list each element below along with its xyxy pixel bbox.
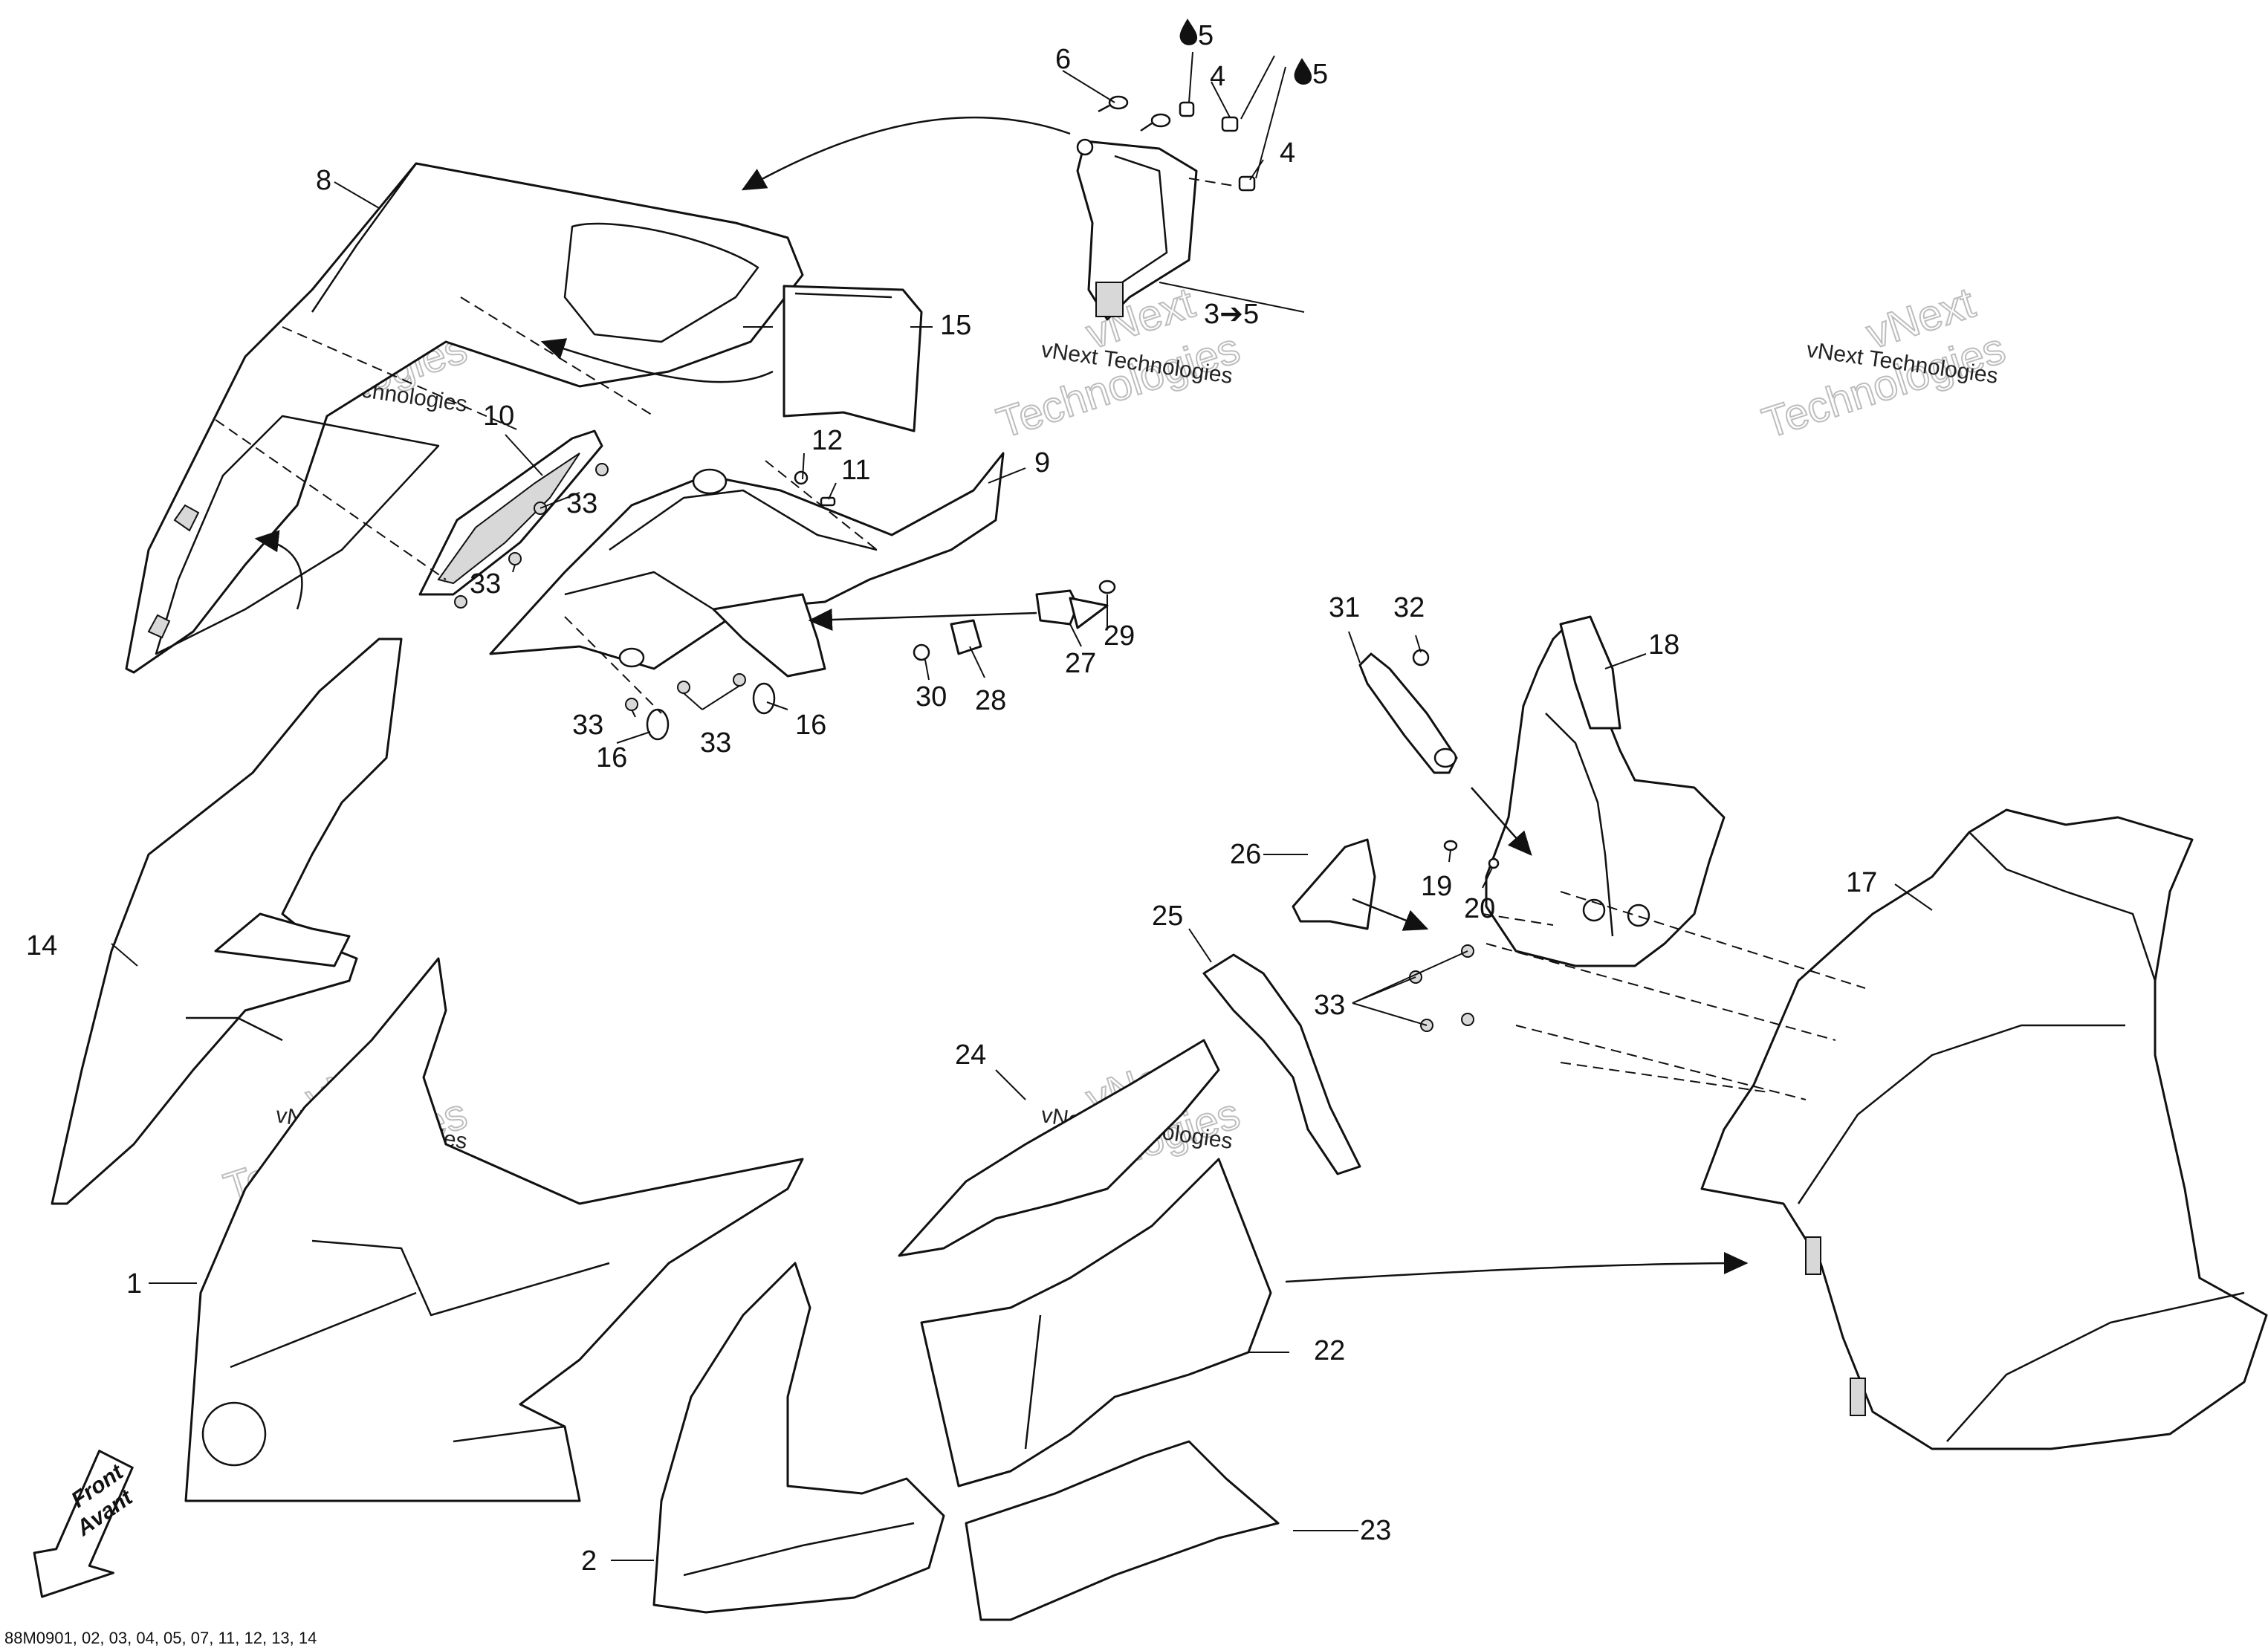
callout-11: 11 [841,455,870,486]
callout-18: 18 [1648,629,1679,661]
callout-8: 8 [316,165,331,196]
callout-2: 2 [581,1545,597,1577]
part-3-module [1076,140,1198,321]
hardware-33-washers [454,463,746,711]
oil-drop-icon-a [1179,19,1198,45]
callout-22: 22 [1314,1335,1345,1366]
part-9-lower-console [489,452,1005,678]
hardware-30-nut [913,643,930,661]
callout-31: 31 [1329,592,1360,623]
callout-5b: 5 [1312,59,1328,90]
callout-25: 25 [1152,901,1183,932]
callout-20: 20 [1464,893,1495,924]
callout-30: 30 [916,681,947,713]
part-1-front-nose [184,957,804,1502]
callout-33e: 33 [1314,990,1345,1021]
callout-14: 14 [26,930,57,961]
hardware-11-12 [794,470,836,507]
callout-3-to-5: 3➔5 [1204,299,1259,330]
assembly-dashed-lines [215,178,1866,1100]
part-23-lower-cover [965,1440,1280,1621]
callout-4a: 4 [1210,61,1225,92]
part-28-clip [950,619,982,655]
callout-16a: 16 [596,742,627,773]
callout-33c: 33 [572,710,603,741]
hardware-6-screw [1098,95,1129,113]
callout-5a: 5 [1198,20,1214,51]
callout-12: 12 [811,425,843,456]
hardware-stud-a [1076,138,1094,156]
part-25-strip [1202,953,1361,1175]
part-2-lower-nose [652,1262,945,1614]
part-14-side-panel [51,638,403,1205]
hardware-4-nut-b [1221,116,1239,132]
hardware-4-nut-c [1238,175,1256,192]
callout-32: 32 [1393,592,1425,623]
callout-33b: 33 [470,568,501,600]
part-8-upper-console [125,162,804,674]
callout-17: 17 [1846,867,1877,898]
callout-27: 27 [1065,648,1096,679]
hardware-19-20 [1409,840,1500,1032]
callout-6: 6 [1055,44,1071,75]
callout-9: 9 [1034,447,1050,478]
part-17-right-panel [1700,808,2268,1450]
part-24-trim [898,1039,1220,1257]
part-15-panel [783,285,923,432]
watermark-top-right: vNext Technologies vNext Technologies [1756,278,2012,449]
callout-33a: 33 [566,488,597,519]
callout-labels: 1 2 3➔5 4 4 5 5 6 8 9 10 11 12 14 15 16 … [26,19,1877,1577]
callout-4b: 4 [1280,137,1295,169]
callout-28: 28 [975,685,1006,716]
front-direction-arrow: Front Avant [33,1450,138,1598]
assembly-arrows [254,116,1749,1283]
part-27-bracket [1035,589,1109,629]
callout-24: 24 [955,1039,986,1071]
part-10-grille [418,429,603,596]
callout-leaders [111,51,1933,1561]
callout-29: 29 [1104,620,1135,652]
oil-drop-icon-b [1294,58,1312,85]
callout-1: 1 [126,1268,142,1300]
callout-10: 10 [483,400,514,432]
callout-26: 26 [1230,839,1261,870]
hardware-4-nut-a [1179,101,1195,117]
callout-19: 19 [1421,871,1452,902]
callout-16b: 16 [795,710,826,741]
hardware-16-rings [646,682,776,741]
part-18-support [1485,615,1726,967]
part-31-strap [1358,652,1458,774]
callout-23: 23 [1360,1515,1391,1546]
callout-33d: 33 [700,727,731,759]
hardware-29-screw [1098,580,1116,594]
callout-15: 15 [940,310,971,341]
part-26-block [1292,838,1376,930]
hardware-screw-b [1140,113,1171,132]
diagram-code: 88M0901, 02, 03, 04, 05, 07, 11, 12, 13,… [4,1629,317,1647]
